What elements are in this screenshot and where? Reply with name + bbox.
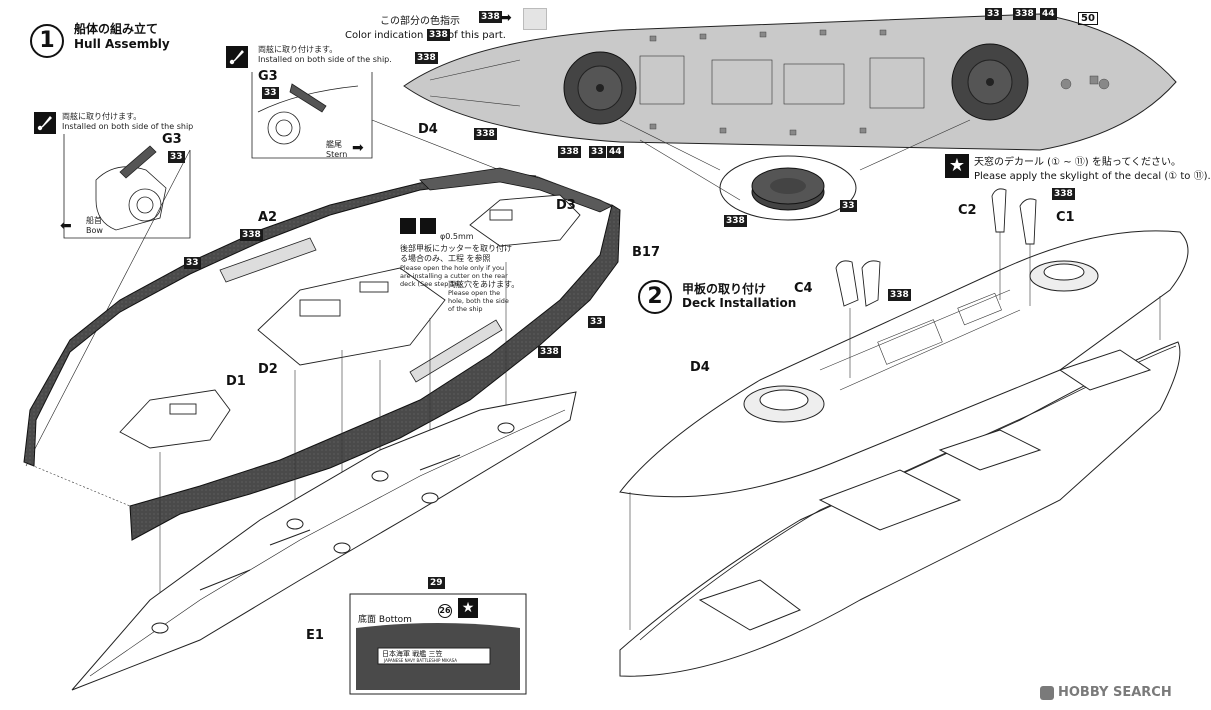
color-338-top-a: 338 <box>415 52 438 64</box>
color-indication-code-box-2: 338 <box>427 29 450 41</box>
color-338-a2: 338 <box>240 229 263 241</box>
step-1-title-jp: 船体の組み立て <box>74 22 159 36</box>
callout-left-jp: 両舷に取り付けます。 <box>62 112 142 121</box>
knife-icon <box>400 218 416 234</box>
hull-stern <box>419 167 613 213</box>
drill-note-jp: 後部甲板にカッターを取り付ける場合のみ、工程 を参照 <box>400 244 512 263</box>
label-c4: C4 <box>794 281 813 296</box>
decal-note-en: Please apply the skylight of the decal (… <box>974 171 1211 182</box>
part-d2-shape <box>257 267 446 366</box>
arrow-right-icon: ➡ <box>500 10 512 26</box>
decal-26: 26 <box>438 604 452 618</box>
decal-note-jp: 天窓のデカール (① ~ ⑪) を貼ってください。 <box>974 157 1182 168</box>
watermark-text: HOBBY SEARCH <box>1058 685 1172 700</box>
color-338-top-c: 338 <box>558 146 581 158</box>
step-2-title-en: Deck Installation <box>682 296 797 310</box>
label-c1: C1 <box>1056 210 1075 225</box>
color-338-top-r: 338 <box>1013 8 1036 20</box>
step-2-title-jp: 甲板の取り付け <box>682 282 767 296</box>
color-33-turret: 33 <box>840 200 857 212</box>
color-indication-jp: この部分の色指示 <box>380 16 460 27</box>
deck-plan-top <box>403 13 1177 151</box>
color-338-turret: 338 <box>724 215 747 227</box>
drill-note-jp2: 両舷穴をあけます。 <box>448 280 520 289</box>
part-c-shapes <box>835 188 1037 307</box>
color-44-top-r: 44 <box>1040 8 1057 20</box>
color-indication-en: Color indication is <box>345 30 435 41</box>
stern-en: Stern <box>326 150 348 159</box>
label-d4: D4 <box>690 360 710 375</box>
watermark-logo-icon <box>1040 686 1054 700</box>
arrow-left-icon: ⬅ <box>60 218 72 234</box>
color-44-top: 44 <box>607 146 624 158</box>
part-a2-shape <box>219 237 317 283</box>
part-d3-shape <box>469 194 581 247</box>
color-29: 29 <box>428 577 445 589</box>
turret-detail <box>619 119 971 221</box>
drill-icon <box>420 218 436 234</box>
guide-lines-step2 <box>629 232 1161 630</box>
brush-icon-2 <box>226 46 248 68</box>
color-33-left: 33 <box>184 257 201 269</box>
callout-right-en: Installed on both side of the ship. <box>258 55 392 64</box>
label-b17: B17 <box>632 245 660 260</box>
bottom-inset <box>349 593 527 695</box>
color-indication-code-box: 338 <box>479 11 502 23</box>
part-e1-shape <box>71 391 577 691</box>
color-indication-en-suffix: of this part. <box>448 30 506 41</box>
label-d4-top: D4 <box>418 122 438 137</box>
color-swatch <box>523 8 547 30</box>
label-a2: A2 <box>258 210 278 225</box>
step-1-title-en: Hull Assembly <box>74 37 170 51</box>
label-d2: D2 <box>258 362 278 377</box>
callout-left-color: 33 <box>168 151 185 163</box>
hull-side-starboard <box>129 204 621 541</box>
bow-jp: 船首 <box>86 216 102 225</box>
bottom-label: 底面 Bottom <box>358 615 412 625</box>
drill-note-en: Please open the hole only if you are ins… <box>400 264 508 288</box>
label-d1: D1 <box>226 374 246 389</box>
stern-jp: 艦尾 <box>326 140 342 149</box>
drill-size: φ0.5mm <box>440 232 474 241</box>
color-338-c4: 338 <box>888 289 911 301</box>
callout-left-frame <box>25 134 191 467</box>
hull-assembled-step2 <box>619 341 1181 677</box>
name-plate-en: JAPANESE NAVY BATTLESHIP MIKASA <box>384 658 457 663</box>
color-33-right: 33 <box>588 316 605 328</box>
callout-right-color: 33 <box>262 87 279 99</box>
brush-icon <box>34 112 56 134</box>
label-d3: D3 <box>556 198 576 213</box>
color-50: 50 <box>1078 12 1098 25</box>
callout-left-en: Installed on both side of the ship <box>62 122 194 131</box>
color-338-rail: 338 <box>538 346 561 358</box>
callout-right-part: G3 <box>258 69 278 84</box>
step-1-number: 1 <box>30 24 64 58</box>
color-33-top-r: 33 <box>985 8 1002 20</box>
bow-en: Bow <box>86 226 103 235</box>
part-d1-shape <box>119 389 231 449</box>
deck-d4-shape <box>619 230 1189 498</box>
star-icon: ★ <box>945 154 969 178</box>
rail-right-shape <box>409 319 503 383</box>
step-2-number: 2 <box>638 280 672 314</box>
arrow-right-icon-2: ➡ <box>352 140 364 156</box>
callout-right-jp: 両舷に取り付けます。 <box>258 45 338 54</box>
drill-note-en2: Please open the hole, both the side of t… <box>448 289 509 313</box>
label-e1: E1 <box>306 628 324 643</box>
star-icon-2: ★ <box>458 598 478 618</box>
color-33-top: 33 <box>589 146 606 158</box>
label-c2: C2 <box>958 203 977 218</box>
color-338-c: 338 <box>1052 188 1075 200</box>
color-338-top-b: 338 <box>474 128 497 140</box>
name-plate-jp: 日本海軍 戦艦 三笠 <box>382 650 443 658</box>
callout-left-part: G3 <box>162 132 182 147</box>
callout-right-frame <box>251 72 521 179</box>
